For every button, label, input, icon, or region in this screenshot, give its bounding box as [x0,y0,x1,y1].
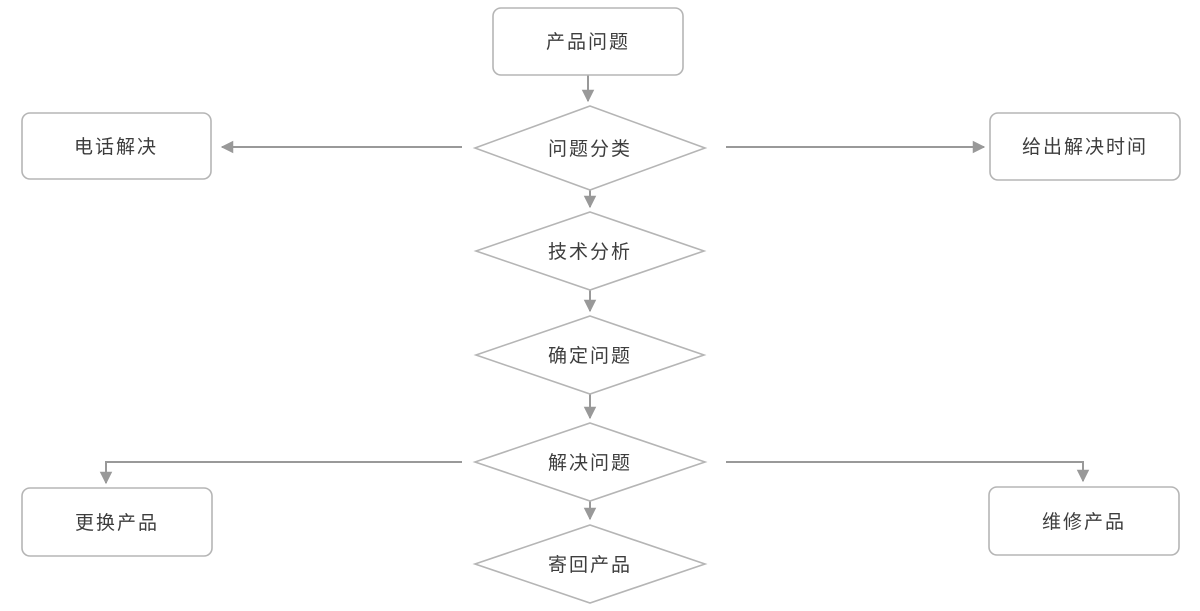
node-repair-shape [988,486,1180,556]
node-tech: 技术分析 [473,211,707,291]
node-classify-shape [472,105,708,191]
node-start: 产品问题 [492,7,684,76]
node-start-shape [492,7,684,76]
edge-solve-to-replace [99,461,462,485]
node-phone-shape [21,112,212,180]
node-solve-shape [472,422,708,502]
node-give-time-shape [989,112,1181,181]
node-tech-shape [473,211,707,291]
node-confirm-shape [473,315,707,395]
node-replace-label: 更换产品 [75,512,159,534]
node-repair: 维修产品 [988,486,1180,556]
node-send-back-label: 寄回产品 [548,554,632,576]
node-solve: 解决问题 [472,422,708,502]
node-classify-label: 问题分类 [548,138,632,160]
node-send-back: 寄回产品 [472,524,708,604]
node-replace-shape [21,487,213,557]
node-repair-label: 维修产品 [1042,511,1126,533]
node-solve-label: 解决问题 [548,452,632,474]
node-confirm: 确定问题 [473,315,707,395]
node-start-label: 产品问题 [546,31,630,53]
node-replace: 更换产品 [21,487,213,557]
node-phone-label: 电话解决 [74,136,158,158]
node-phone: 电话解决 [21,112,212,180]
node-give-time: 给出解决时间 [989,112,1181,181]
node-confirm-label: 确定问题 [548,345,632,367]
node-classify: 问题分类 [472,105,708,191]
node-send-back-shape [472,524,708,604]
node-tech-label: 技术分析 [548,241,632,263]
edge-solve-to-repair [726,461,1090,483]
node-give-time-label: 给出解决时间 [1022,136,1148,158]
